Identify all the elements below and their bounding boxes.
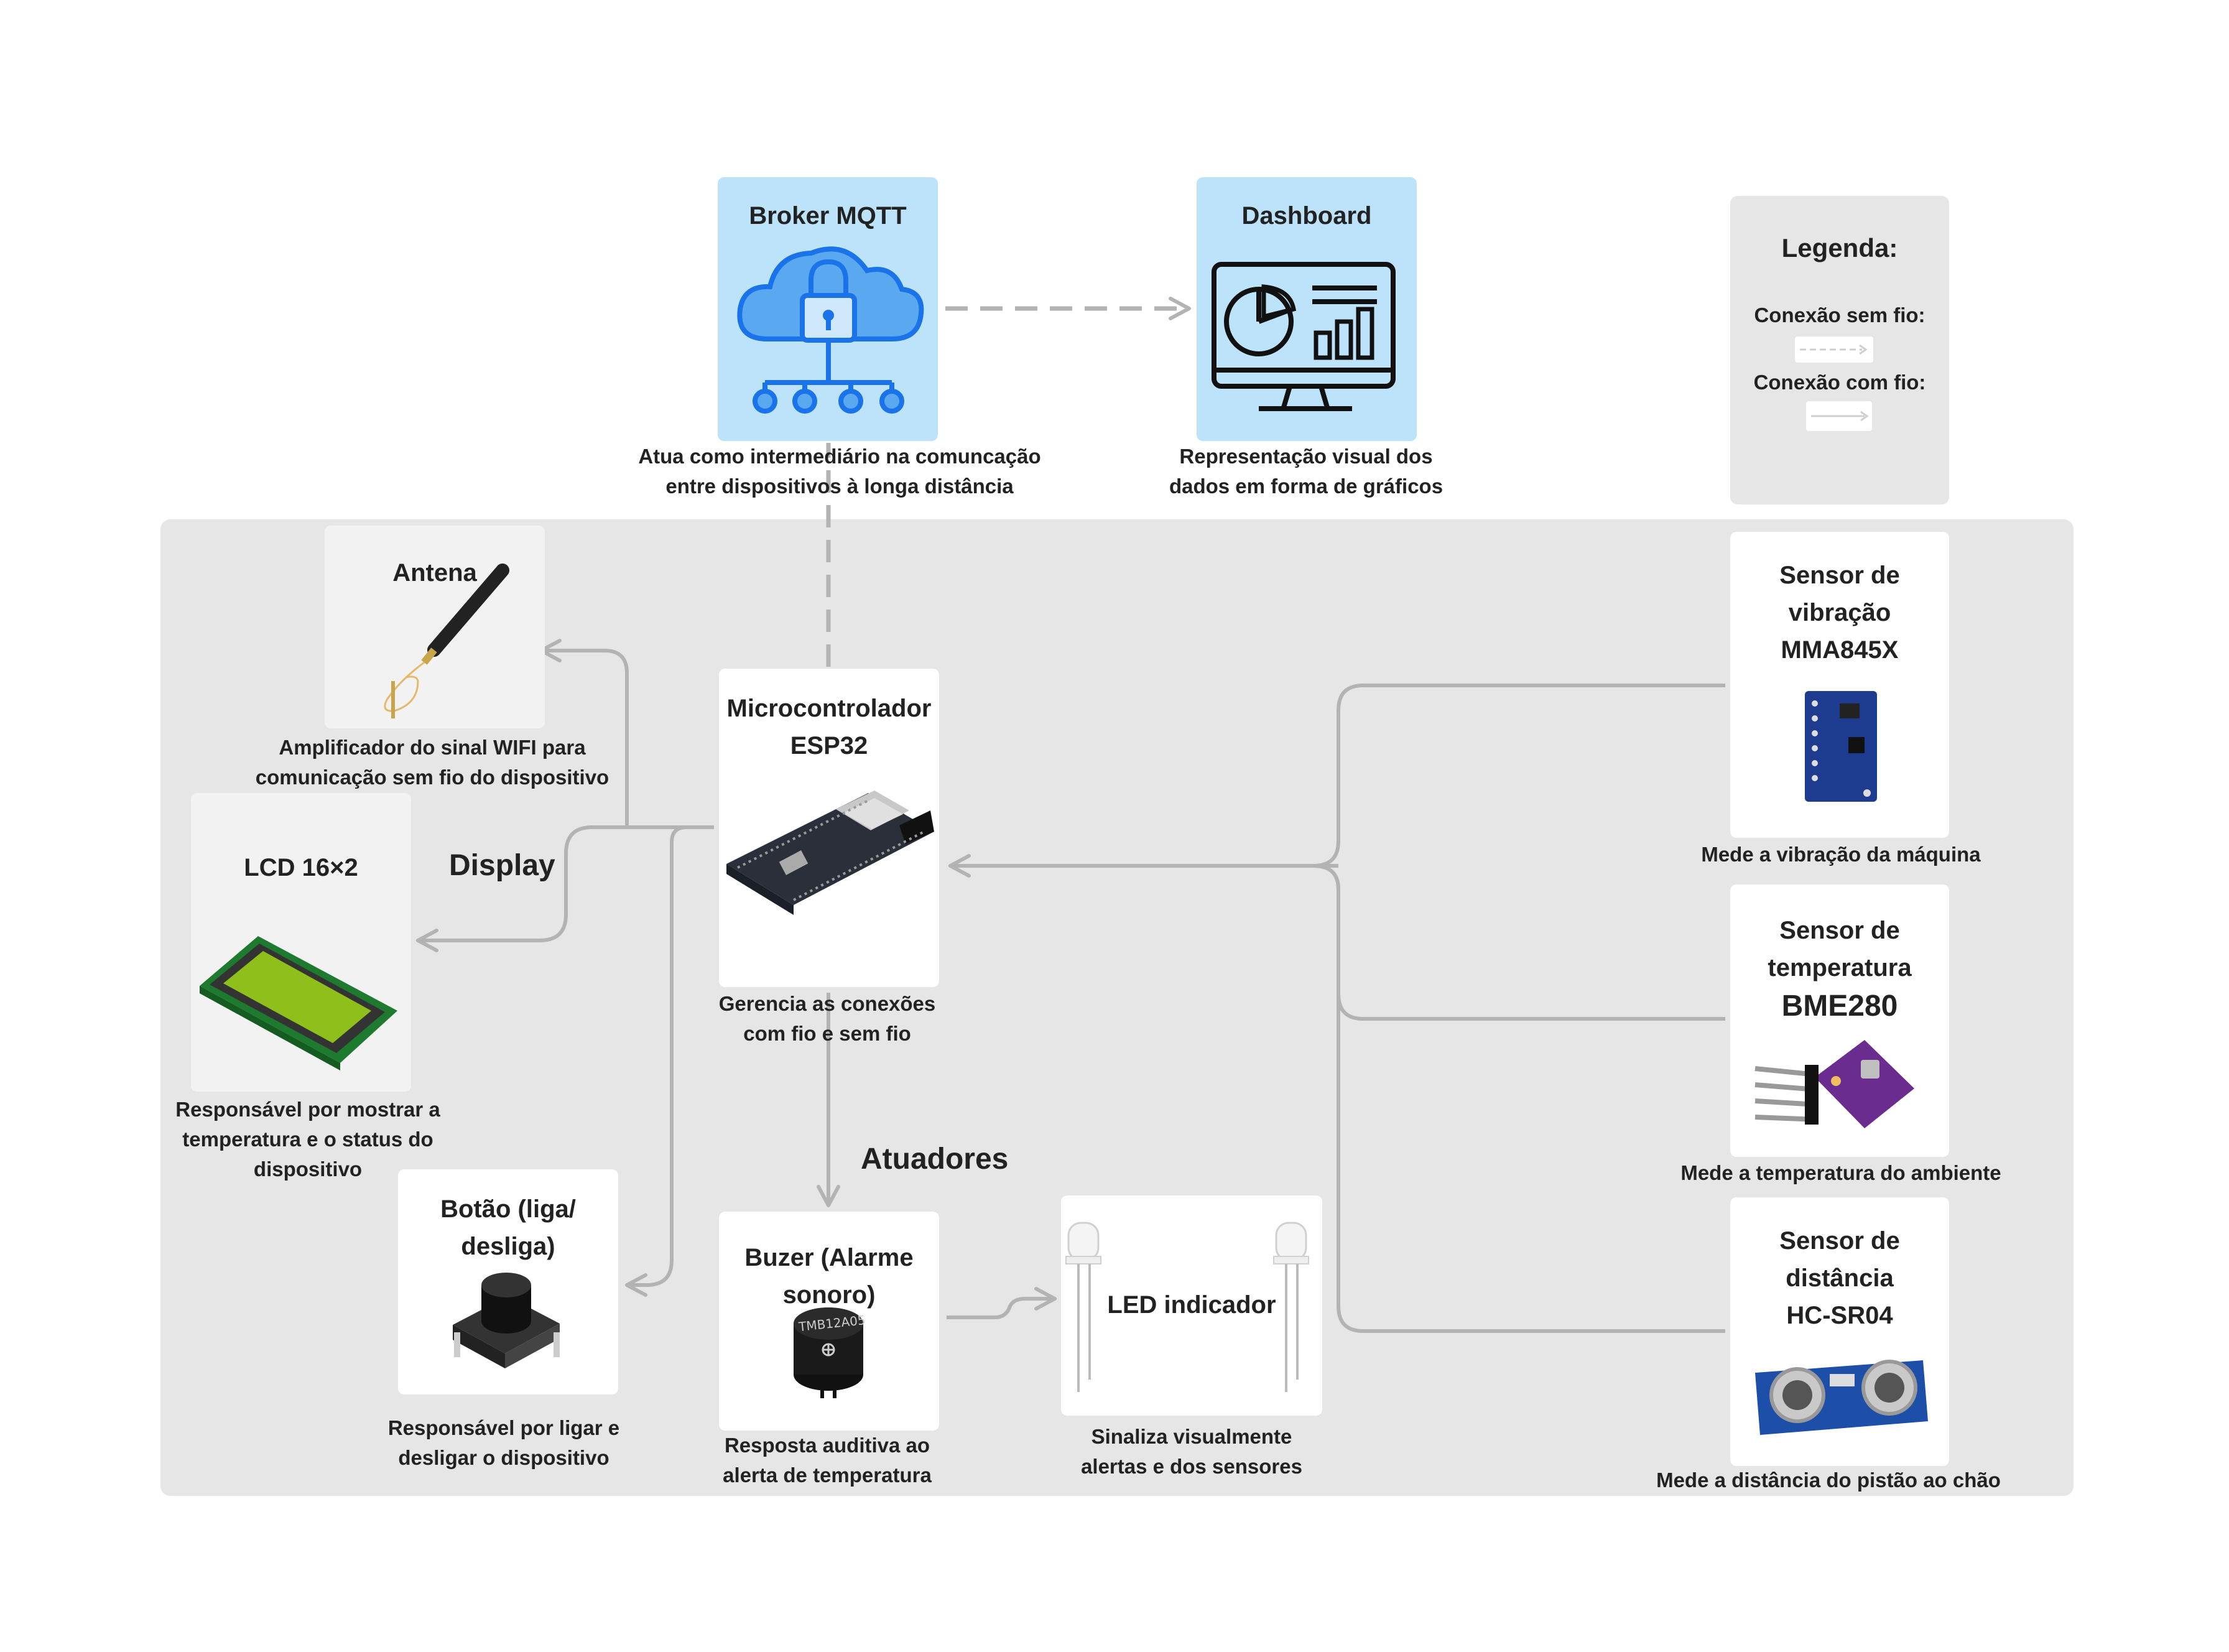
botao-caption: Responsável por ligar e desligar o dispo… (348, 1413, 659, 1473)
node-buzer: Buzer (Alarme sonoro) TMB12A05 (719, 1212, 939, 1431)
botao-caption-line-2: desligar o dispositivo (398, 1446, 609, 1469)
monitor-chart-icon (1212, 262, 1396, 411)
node-botao: Botão (liga/ desliga) (398, 1169, 618, 1394)
vibracao-caption: Mede a vibração da máquina (1701, 843, 1981, 866)
node-lcd: LCD 16×2 (191, 793, 411, 1092)
buzzer-icon (794, 1307, 863, 1398)
led-title: LED indicador (1107, 1291, 1276, 1319)
node-sensor-vibracao: Sensor de vibração MMA845X (1730, 532, 1949, 838)
antena-caption: Amplificador do sinal WIFI para comunica… (236, 733, 628, 792)
lcd-caption-line-3: dispositivo (253, 1158, 363, 1181)
botao-title-line-2: desliga) (461, 1233, 555, 1260)
led-icon (1065, 1222, 1309, 1392)
legend-box: Legenda: Conexão sem fio: Conexão com fi… (1730, 196, 1949, 504)
legend-wired-label: Conexão com fio: (1753, 371, 1926, 394)
buzer-title-line-2: sonoro) (782, 1281, 876, 1309)
led-caption-line-2: alertas e dos sensores (1081, 1455, 1302, 1478)
antena-caption-line-2: comunicação sem fio do dispositivo (255, 766, 609, 789)
led-caption-line-1: Sinaliza visualmente (1091, 1425, 1292, 1448)
wire-temperatura (1313, 864, 1725, 1021)
botao-caption-line-1: Responsável por ligar e (387, 1416, 620, 1439)
wire-vibracao (1313, 684, 1725, 868)
lcd-caption-line-2: temperatura e o status do (182, 1128, 433, 1151)
led-caption: Sinaliza visualmente alertas e dos senso… (1067, 1422, 1316, 1482)
cloud-lock-icon (737, 246, 924, 414)
lcd-caption-line-1: Responsável por mostrar a (175, 1098, 440, 1121)
vibration-sensor-icon (1805, 691, 1877, 802)
legend-wireless-swatch (1795, 336, 1873, 363)
distancia-caption: Mede a distância do pistão ao chão (1656, 1469, 2001, 1492)
dashboard-caption: Representação visual dos dados em forma … (1119, 442, 1493, 501)
node-antena: Antena (325, 526, 545, 728)
wire-esp32-botao (625, 825, 714, 1297)
push-button-icon (453, 1273, 560, 1368)
wire-esp32-antena (539, 639, 714, 829)
node-sensor-distancia: Sensor de distância HC-SR04 (1730, 1197, 1949, 1466)
esp32-caption-line-2: com fio e sem fio (743, 1022, 911, 1045)
dashboard-caption-line-2: dados em forma de gráficos (1169, 475, 1444, 498)
esp32-caption-line-1: Gerencia as conexões (718, 992, 936, 1015)
broker-caption-line-1: Atua como intermediário na comuncação (638, 445, 1041, 468)
dashboard-caption-line-1: Representação visual dos (1179, 445, 1433, 468)
wire-distancia (1313, 864, 1725, 1333)
lcd-title: LCD 16×2 (244, 854, 358, 881)
antena-caption-line-1: Amplificador do sinal WIFI para (279, 736, 586, 759)
lcd-caption: Responsável por mostrar a temperatura e … (155, 1095, 460, 1184)
node-led: LED indicador (1061, 1195, 1322, 1416)
wire-buzer-led (947, 1287, 1057, 1319)
ultrasonic-sensor-icon (1755, 1360, 1928, 1435)
buzer-caption: Resposta auditiva ao alerta de temperatu… (703, 1431, 952, 1490)
node-sensor-temperatura: Sensor de temperatura BME280 (1730, 884, 1949, 1157)
group-label-display: Display (449, 849, 555, 882)
node-esp32: Microcontrolador ESP32 (719, 669, 939, 987)
temperatura-title-line-3: BME280 (1781, 990, 1898, 1023)
esp32-title-line-1: Microcontrolador (726, 695, 932, 722)
esp32-title-line-2: ESP32 (790, 732, 868, 759)
wire-esp32-lcd (416, 825, 627, 952)
legend-wired-swatch (1806, 401, 1872, 431)
buzer-title-line-1: Buzer (Alarme (744, 1244, 914, 1271)
antena-title: Antena (392, 559, 477, 587)
vibracao-title-line-3: MMA845X (1781, 636, 1899, 664)
esp32-caption: Gerencia as conexões com fio e sem fio (697, 989, 958, 1049)
vibracao-title-line-2: vibração (1788, 599, 1891, 626)
vibracao-title-line-1: Sensor de (1779, 562, 1900, 589)
broker-caption-line-2: entre dispositivos à longa distância (665, 475, 1014, 498)
node-broker-mqtt: Broker MQTT (718, 177, 938, 441)
buzer-caption-line-1: Resposta auditiva ao (724, 1434, 930, 1457)
broker-caption: Atua como intermediário na comuncação en… (622, 442, 1057, 501)
distancia-title-line-3: HC-SR04 (1786, 1302, 1893, 1329)
botao-title-line-1: Botão (liga/ (440, 1195, 576, 1223)
legend-wireless-label: Conexão sem fio: (1754, 304, 1925, 327)
buzer-caption-line-2: alerta de temperatura (723, 1464, 932, 1487)
temperature-sensor-icon (1754, 1040, 1914, 1128)
node-dashboard: Dashboard (1197, 177, 1417, 441)
temperatura-title-line-2: temperatura (1768, 954, 1912, 981)
legend-title: Legenda: (1781, 233, 1898, 262)
distancia-title-line-2: distância (1786, 1265, 1894, 1292)
esp32-board-icon (726, 791, 934, 915)
antenna-icon (384, 564, 509, 718)
dashboard-title: Dashboard (1241, 202, 1372, 230)
broker-title: Broker MQTT (749, 202, 907, 230)
temperatura-caption: Mede a temperatura do ambiente (1680, 1161, 2001, 1184)
group-label-atuadores: Atuadores (861, 1143, 1009, 1176)
distancia-title-line-1: Sensor de (1779, 1227, 1900, 1255)
lcd-display-icon (200, 936, 397, 1070)
temperatura-title-line-1: Sensor de (1779, 917, 1900, 944)
